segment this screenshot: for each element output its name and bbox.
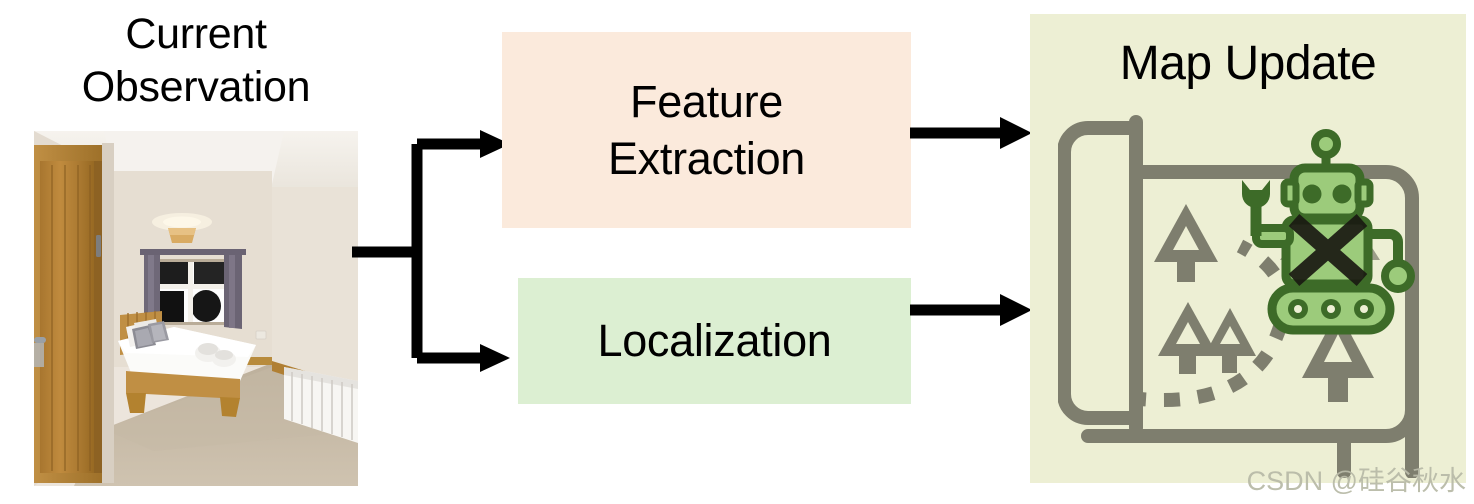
- arrowhead-icon: [1000, 294, 1032, 326]
- dashed-route-path: [1129, 239, 1291, 407]
- x-marker-icon: [1288, 214, 1368, 286]
- current-observation-title-line1: Current: [125, 10, 267, 58]
- current-observation-photo: [34, 131, 358, 486]
- arrow-localization-to-map-update: [910, 288, 1034, 332]
- arrowhead-to-feature-extraction: [480, 130, 510, 158]
- feature-extraction-label-line1: Feature: [630, 75, 783, 127]
- feature-extraction-box[interactable]: Feature Extraction: [502, 32, 911, 228]
- scroll-sheet-outline: [1081, 165, 1419, 443]
- scroll-left-curl: [1058, 121, 1143, 425]
- current-observation-group: Current Observation: [0, 0, 392, 504]
- current-observation-title-line2: Observation: [81, 63, 311, 112]
- map-update-title: Map Update: [1119, 37, 1377, 90]
- pine-tree-right-icon: [1302, 310, 1374, 402]
- localization-box[interactable]: Localization: [518, 278, 911, 404]
- feature-extraction-label: Feature Extraction: [608, 73, 805, 187]
- pine-tree-icon: [1154, 204, 1218, 282]
- arrowhead-icon: [1000, 117, 1032, 149]
- robot-icon: [1242, 129, 1415, 335]
- observation-split-arrows: [352, 128, 528, 374]
- map-update-panel: Map Update: [1030, 14, 1466, 483]
- arrowhead-to-localization: [480, 344, 510, 372]
- localization-label: Localization: [597, 315, 832, 366]
- current-observation-title: Current Observation: [0, 8, 392, 115]
- feature-extraction-label-line2: Extraction: [607, 133, 806, 184]
- pine-tree-pair-icon: [1158, 302, 1256, 374]
- map-scroll-illustration: [1058, 110, 1454, 478]
- arrow-feature-extraction-to-map-update: [910, 111, 1034, 155]
